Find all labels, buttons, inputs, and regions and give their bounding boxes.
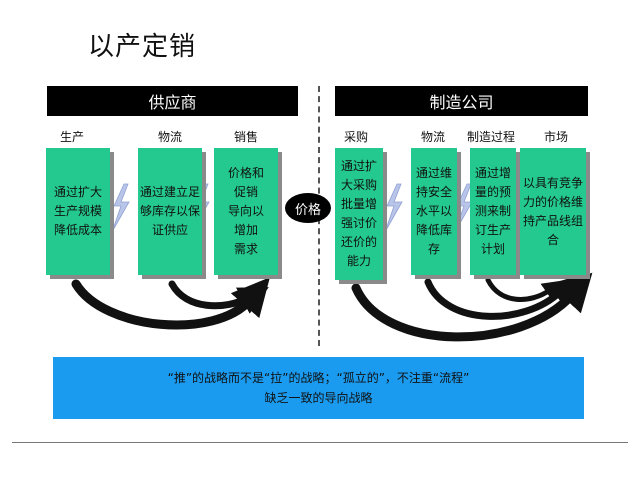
box-text-line: 存 <box>427 242 440 256</box>
box-text-line: 证供应 <box>151 223 188 237</box>
summary-line-2: 缺乏一致的导向战略 <box>264 391 373 405</box>
curved-arrow-icon <box>485 277 564 302</box>
box-text-line: 订生产 <box>474 223 511 237</box>
box-text-line: 降低成本 <box>53 223 102 237</box>
lightning-icon <box>111 183 130 233</box>
box-market: 以具有竞争 力的价格维 持产品线组 合 <box>520 148 586 275</box>
box-text-line: 价格和 <box>227 166 264 180</box>
summary-line-1: “推”的战略而不是“拉”的战略；“孤立的”，不注重“流程” <box>167 371 470 385</box>
box-production: 通过扩大 生产规模 降低成本 <box>46 148 110 275</box>
box-text-line: 持安全 <box>415 185 452 199</box>
box-sales: 价格和 促销 导向以 增加 需求 <box>214 148 278 275</box>
curved-arrow-icon <box>351 272 593 342</box>
lightning-icon <box>454 183 473 233</box>
box-text-line: 强讨价 <box>340 216 377 230</box>
box-text-line: 测来制 <box>474 204 511 218</box>
box-manufacturing-process: 通过增 量的预 测来制 订生产 计划 <box>470 148 516 275</box>
box-text-line: 够库存以保 <box>139 204 200 218</box>
column-label-logistics-supplier: 物流 <box>158 130 183 144</box>
price-badge: 价格 <box>285 193 331 223</box>
box-text-line: 合 <box>546 232 559 247</box>
curved-arrow-icon <box>71 277 270 330</box>
box-text-line: 量的预 <box>474 185 511 199</box>
box-text-line: 通过建立足 <box>139 185 200 199</box>
box-logistics-supplier: 通过建立足 够库存以保 证供应 <box>138 148 202 275</box>
column-label-market: 市场 <box>544 130 569 144</box>
box-text-line: 能力 <box>346 254 371 268</box>
supplier-header: 供应商 <box>47 86 298 116</box>
column-label-sales: 销售 <box>234 130 259 144</box>
box-procurement: 通过扩 大采购 批量增 强讨价 还价的 能力 <box>335 148 383 280</box>
column-label-manufacturing-process: 制造过程 <box>467 130 516 144</box>
box-text-line: 以具有竞争 <box>522 175 583 190</box>
box-text-line: 通过扩大 <box>53 185 102 199</box>
bottom-rule <box>12 442 628 443</box>
box-text-line: 大采购 <box>340 178 377 192</box>
lightning-icon <box>384 183 403 233</box>
manufacturer-header: 制造公司 <box>335 86 588 116</box>
box-text-line: 水平以 <box>415 204 452 218</box>
page-title: 以产定销 <box>88 32 197 62</box>
column-label-production: 生产 <box>60 130 85 144</box>
box-text-line: 持产品线组 <box>522 213 583 228</box>
summary-banner: “推”的战略而不是“拉”的战略；“孤立的”，不注重“流程” 缺乏一致的导向战略 <box>53 357 584 419</box>
box-text-line: 促销 <box>233 185 258 199</box>
box-text-line: 批量增 <box>340 197 377 211</box>
box-text-line: 降低库 <box>415 223 452 237</box>
curved-arrow-icon <box>424 275 578 320</box>
column-label-procurement: 采购 <box>344 130 369 144</box>
curved-arrow-icon <box>168 280 269 314</box>
box-text-line: 通过增 <box>474 166 511 180</box>
column-label-logistics-manufacturer: 物流 <box>421 130 446 144</box>
box-text-line: 计划 <box>480 242 505 256</box>
box-text-line: 导向以 <box>227 204 264 218</box>
box-text-line: 力的价格维 <box>522 194 583 209</box>
box-text-line: 通过扩 <box>340 159 377 173</box>
box-logistics-manufacturer: 通过维 持安全 水平以 降低库 存 <box>411 148 457 275</box>
box-text-line: 通过维 <box>415 166 452 180</box>
box-text-line: 需求 <box>233 242 258 256</box>
box-text-line: 生产规模 <box>53 204 102 218</box>
box-text-line: 还价的 <box>340 235 377 249</box>
box-text-line: 增加 <box>233 223 258 237</box>
